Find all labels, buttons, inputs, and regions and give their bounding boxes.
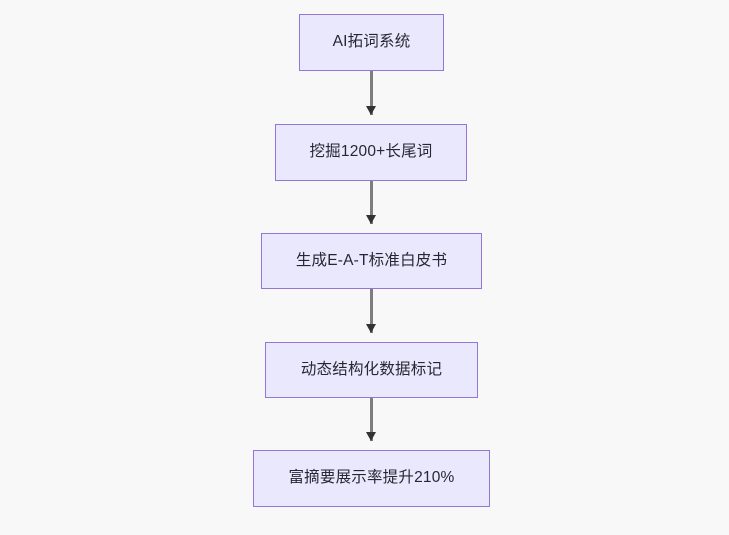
flow-connector-1 — [370, 71, 373, 115]
flow-arrowhead-1-icon — [365, 106, 376, 115]
flow-node-label: 富摘要展示率提升210% — [288, 469, 455, 487]
flow-connector-3 — [370, 289, 373, 333]
flow-arrowhead-2-icon — [365, 215, 376, 224]
flow-node-label: 生成E-A-T标准白皮书 — [295, 251, 448, 269]
flow-node-label: 挖掘1200+长尾词 — [309, 143, 433, 161]
flow-node-label: 动态结构化数据标记 — [300, 360, 443, 378]
flow-connector-2 — [370, 181, 373, 224]
flow-node-rich-snippet-result[interactable]: 富摘要展示率提升210% — [253, 450, 490, 507]
flow-node-ai-keyword-system[interactable]: AI拓词系统 — [299, 14, 444, 71]
flow-node-eat-whitepaper[interactable]: 生成E-A-T标准白皮书 — [261, 233, 482, 289]
flow-node-longtail-keywords[interactable]: 挖掘1200+长尾词 — [275, 124, 467, 181]
flow-arrowhead-3-icon — [365, 324, 376, 333]
flow-arrowhead-4-icon — [365, 432, 376, 441]
flow-connector-4 — [370, 398, 373, 441]
flow-node-structured-data-markup[interactable]: 动态结构化数据标记 — [265, 342, 478, 398]
flow-node-label: AI拓词系统 — [332, 33, 411, 51]
